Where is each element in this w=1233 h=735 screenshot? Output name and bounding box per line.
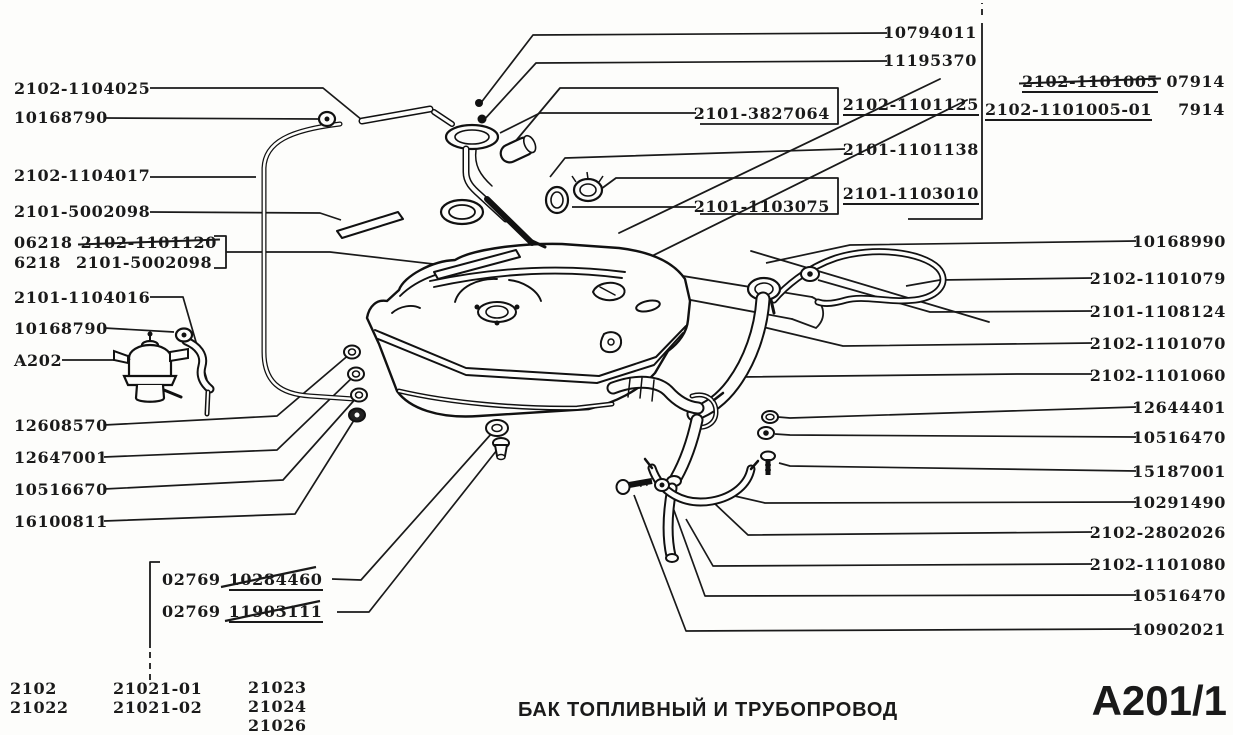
model-code: 21021-02 — [113, 698, 203, 717]
superseded-part-number: 2102-1101120 — [80, 233, 217, 252]
part-label: 12608570 — [14, 416, 108, 435]
fuel-level-sender — [431, 99, 547, 249]
part-label: 11195370 — [883, 51, 977, 70]
superseded-part-number: 2102-1101005 — [1022, 72, 1159, 93]
part-label: 2101-1104016 — [14, 288, 151, 307]
revision-note-old: 2102-1101005 07914 — [1022, 73, 1225, 93]
part-label: 2101-5002098 — [14, 202, 151, 221]
revision-ref: 7914 — [1178, 100, 1225, 119]
model-code: 21021-01 — [113, 679, 203, 698]
part-label: 2102-1104025 — [14, 79, 151, 98]
leader-lines — [62, 32, 1137, 632]
fuel-pump — [113, 327, 215, 417]
fasteners — [343, 344, 779, 495]
superseded-part-note: 06218 2102-1101120 — [14, 234, 217, 252]
label-brackets — [149, 3, 983, 680]
part-label: 2102-1101070 — [1089, 334, 1226, 353]
part-label: 2101-1101138 — [842, 140, 979, 159]
part-label: 10168790 — [14, 108, 108, 127]
part-label: 10794011 — [883, 23, 977, 42]
revision-note-new: 2102-1101005-01 7914 — [985, 101, 1225, 121]
part-label: 2102-1101080 — [1089, 555, 1226, 574]
part-label: 10516470 — [1132, 428, 1226, 447]
fuel-tank — [365, 242, 692, 418]
replacement-part-note: 6218 2101-5002098 — [14, 254, 212, 272]
fuel-pipes — [261, 105, 434, 402]
superseded-part-number: 11903111 — [228, 602, 323, 623]
replacement-part-number: 2102-1101005-01 — [985, 100, 1153, 121]
part-label: 2101-1108124 — [1089, 302, 1226, 321]
part-label: 10516470 — [1132, 586, 1226, 605]
tank-pads — [336, 211, 521, 280]
quantity-code: 02769 — [162, 570, 221, 589]
model-code: 21024 — [248, 697, 307, 716]
model-list-column: 21021-01 21021-02 — [113, 679, 202, 717]
page-title: БАК ТОПЛИВНЫЙ И ТРУБОПРОВОД — [518, 699, 898, 721]
quantity-code: 6218 — [14, 253, 61, 272]
part-label: 2101-1103075 — [693, 197, 830, 216]
sender-seals — [499, 134, 604, 215]
part-label: 2101-3827064 — [693, 104, 830, 123]
strikeout-lines — [220, 565, 321, 623]
model-code: 21023 — [248, 678, 307, 697]
hardware-note: 02769 10284460 — [162, 571, 323, 591]
quantity-code: 06218 — [14, 233, 73, 252]
part-label: 12647001 — [14, 448, 108, 467]
part-label: 2101-1103010 — [842, 184, 979, 205]
part-label: 10516670 — [14, 480, 108, 499]
model-code: 2102 — [10, 679, 57, 698]
part-label: 10168990 — [1132, 232, 1226, 251]
part-label: 10168790 — [14, 319, 108, 338]
part-label: 10902021 — [1132, 620, 1226, 639]
part-label: 2102-2802026 — [1089, 523, 1226, 542]
replacement-part-number: 2101-5002098 — [75, 253, 213, 272]
model-code: 21022 — [10, 698, 69, 717]
model-list-column: 21023 21024 21026 — [248, 678, 307, 735]
part-label: 2102-1104017 — [14, 166, 151, 185]
sheet-code: A201/1 — [1091, 677, 1227, 724]
part-label: 2102-1101060 — [1089, 366, 1226, 385]
part-label: 10291490 — [1132, 493, 1226, 512]
assembly-ref-label: A202 — [14, 351, 63, 370]
model-code: 21026 — [248, 716, 307, 735]
hardware-note: 02769 11903111 — [162, 603, 323, 623]
part-label: 15187001 — [1132, 462, 1226, 481]
superseded-part-number: 10284460 — [228, 570, 323, 591]
part-label: 12644401 — [1132, 398, 1226, 417]
model-list-column: 2102 21022 — [10, 679, 69, 717]
filler-pipe-assembly — [606, 248, 947, 563]
quantity-code: 02769 — [162, 602, 221, 621]
revision-ref: 07914 — [1166, 72, 1225, 91]
part-label: 2102-1101079 — [1089, 269, 1226, 288]
part-label: 2102-1101125 — [842, 95, 979, 116]
part-label: 16100811 — [14, 512, 108, 531]
